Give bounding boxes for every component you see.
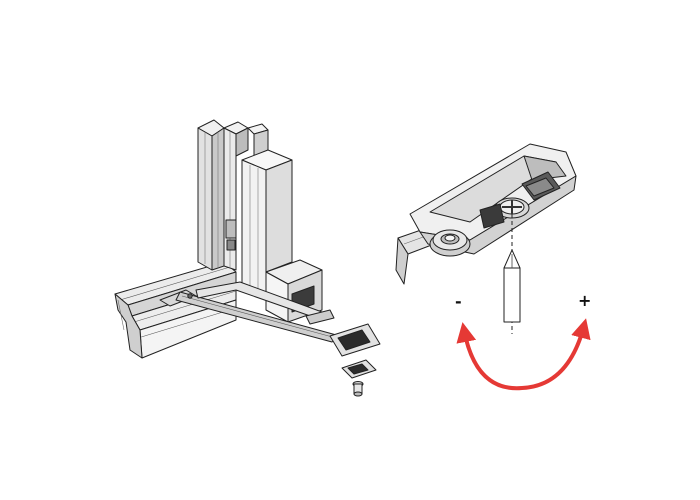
stay-mounting-plate (305, 309, 381, 357)
rotation-knob (429, 229, 471, 257)
detached-screw (352, 381, 364, 397)
screwdriver-icon (503, 249, 521, 323)
adjuster-closeup (395, 143, 577, 334)
adjuster-tab (479, 203, 505, 229)
detached-clip (341, 359, 377, 379)
hinge-pin (226, 239, 236, 251)
minus-label: - (455, 292, 462, 311)
hinge-bracket (225, 219, 237, 239)
adjuster-housing (409, 143, 577, 255)
plus-label: + (578, 291, 592, 310)
window-frame-assembly (114, 119, 381, 397)
rotation-arrow-icon (456, 318, 591, 391)
